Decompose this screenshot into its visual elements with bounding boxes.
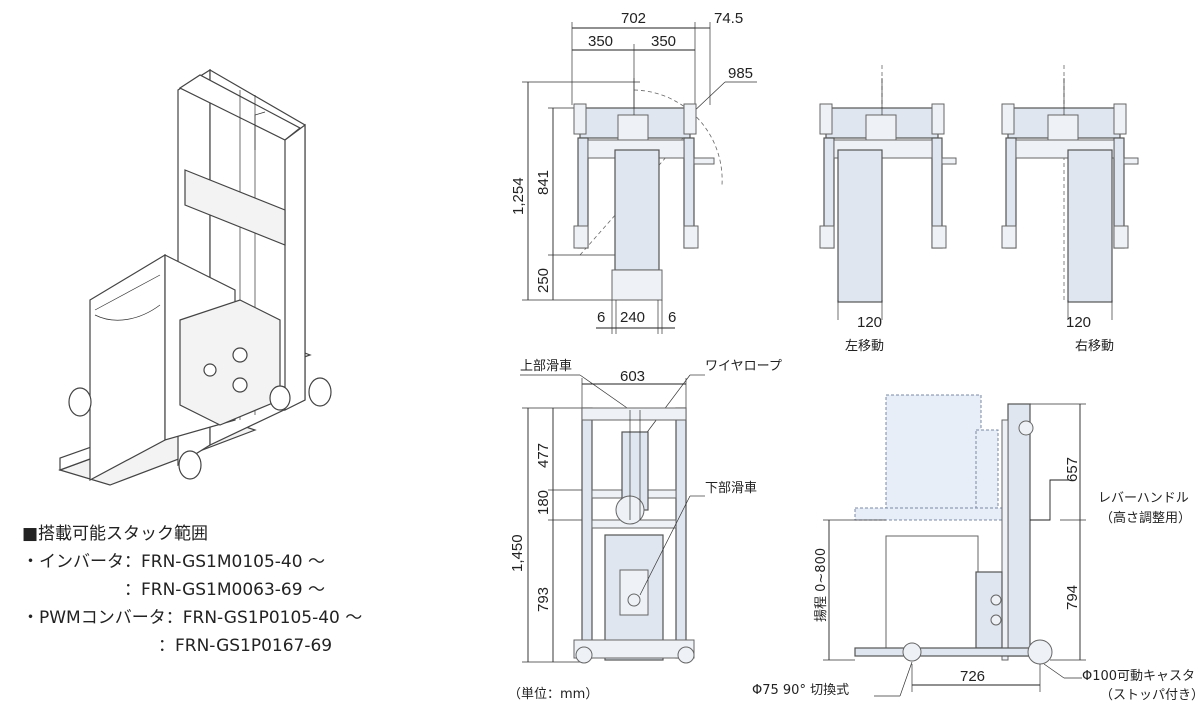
left-shift-label: 左移動: [845, 339, 884, 354]
dim-6-left: 6: [597, 309, 605, 326]
notes-pwm-2: ：FRN-GS1P0167-69: [22, 636, 333, 656]
stack-range-notes: ■搭載可能スタック範囲 ・インバータ：FRN-GS1M0105-40 ～ ：FR…: [22, 520, 362, 660]
iso-wheel-front: [178, 450, 202, 480]
right-shift-dim: 120: [1066, 314, 1091, 331]
notes-pwm-1: ・PWMコンバータ：FRN-GS1P0105-40 ～: [22, 608, 363, 628]
dim-1254: 1,254: [510, 177, 527, 215]
label-wire-rope: ワイヤロープ: [705, 359, 782, 374]
isometric-view: [58, 68, 332, 486]
raised-platform: [854, 507, 1006, 521]
dim-793: 793: [535, 587, 552, 612]
dim-250: 250: [535, 268, 552, 293]
iso-wheel-rear-left: [68, 387, 92, 417]
dim-350-right: 350: [651, 33, 676, 50]
iso-carriage-frame: [89, 253, 166, 481]
dim-726: 726: [960, 668, 985, 685]
dim-180: 180: [535, 490, 552, 515]
top-view-center: 702 74.5 350 350 985 1,254 841 250: [510, 10, 757, 334]
top-view-left-shift: 120 左移動: [819, 65, 957, 354]
dim-74-5: 74.5: [714, 10, 743, 27]
label-upper-pulley: 上部滑車: [520, 359, 572, 374]
iso-mast-right: [284, 123, 306, 411]
notes-inverter-1: ・インバータ：FRN-GS1M0105-40 ～: [22, 552, 325, 572]
dim-794: 794: [1064, 585, 1081, 610]
dim-477: 477: [535, 443, 552, 468]
front-mast-left: [581, 407, 593, 659]
side-view: 657 794 揚程 0~800 レバーハンドル （高さ調整用） 726 Φ75…: [752, 394, 1200, 703]
side-mast: [1007, 403, 1031, 657]
lever-handle-label: レバーハンドル: [1098, 491, 1189, 506]
notes-heading: ■搭載可能スタック範囲: [22, 524, 209, 544]
label-lower-pulley: 下部滑車: [705, 481, 757, 496]
rear-caster-note: （ストッパ付き）: [1100, 688, 1200, 703]
lever-handle-note: （高さ調整用）: [1100, 510, 1191, 526]
dim-6-right: 6: [668, 309, 676, 326]
top-view-right-shift: 120 右移動: [1001, 65, 1139, 354]
swing-radius-arc: [633, 89, 723, 186]
dim-350-left: 350: [588, 33, 613, 50]
lift-range-label: 揚程 0~800: [813, 548, 829, 622]
front-mast-right: [675, 407, 687, 659]
rear-caster-label: Φ100可動キャスタ: [1082, 669, 1195, 684]
notes-inverter-2: ：FRN-GS1M0063-69 ～: [22, 580, 325, 600]
dim-702: 702: [621, 10, 646, 27]
dim-985: 985: [728, 65, 753, 82]
top-stack-foot: [611, 269, 663, 301]
dim-841: 841: [535, 170, 552, 195]
front-caster: [902, 642, 922, 662]
raised-stack-frame: [885, 394, 982, 511]
lowered-stack-frame: [885, 535, 979, 649]
side-base: [854, 647, 1036, 657]
unit-label: （単位：mm）: [508, 686, 598, 702]
left-shift-dim: 120: [857, 314, 882, 331]
dim-657: 657: [1064, 457, 1081, 482]
lever-handle: [1030, 479, 1070, 521]
dim-1450: 1,450: [509, 534, 526, 572]
iso-stack-block: [179, 299, 281, 426]
front-view: 上部滑車 ワイヤロープ 603 477 180 1,450 793: [508, 359, 782, 702]
dim-603: 603: [620, 368, 645, 385]
iso-wheel-rear-right: [308, 377, 332, 407]
dim-240: 240: [620, 309, 645, 326]
right-shift-stack: [1067, 149, 1113, 303]
rear-caster: [1027, 639, 1053, 665]
left-shift-stack: [837, 149, 883, 303]
side-stack-block: [975, 571, 1003, 649]
iso-cross-member: [184, 169, 286, 246]
top-stack-unit: [614, 149, 660, 271]
front-caster-label: Φ75 90° 切換式: [752, 683, 849, 698]
right-shift-label: 右移動: [1075, 339, 1114, 354]
